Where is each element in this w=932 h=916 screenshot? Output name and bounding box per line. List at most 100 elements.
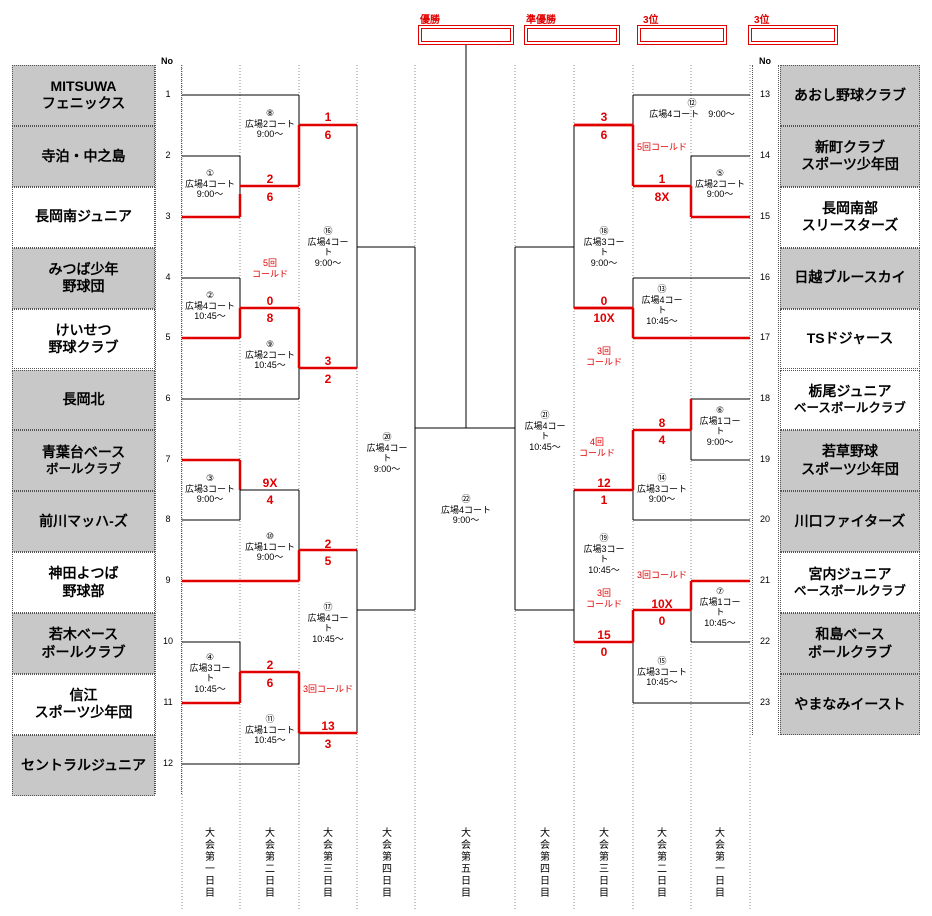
score-s13: 2 [266, 658, 274, 672]
day-char: 一 [715, 864, 725, 875]
team-number: 18 [759, 393, 770, 403]
match-label-line: 広場1コー [699, 596, 741, 607]
day-char: 三 [599, 864, 609, 875]
team-name-line: 寺泊・中之島 [41, 147, 126, 164]
team-number: 15 [759, 211, 770, 221]
team-name-line: 青葉台ベース [41, 444, 126, 461]
match-label-line: ト [657, 305, 667, 316]
team-14: 新町クラブスポーツ少年団 [780, 125, 920, 187]
day-char: 大 [540, 828, 550, 839]
score-s18: 6 [600, 128, 608, 142]
day-char: 第 [205, 852, 215, 863]
match-label-line: 9:00～ [590, 257, 618, 268]
match-label-line: ⑭ [657, 473, 667, 483]
team-number: 8 [165, 514, 171, 524]
match-label-line: 広場3コート [636, 483, 688, 494]
team-5: けいせつ野球クラブ [12, 308, 155, 370]
match-label-line: ト [323, 247, 333, 258]
match-label-line: 広場3コー [583, 236, 625, 247]
match-label-line: 10:45～ [646, 315, 678, 326]
day-char: 会 [715, 840, 725, 851]
team-2: 寺泊・中之島 [12, 125, 155, 187]
team-name-line: ベースボールクラブ [794, 583, 906, 598]
match-label-line: 広場3コート [184, 483, 236, 494]
note-line: 3回コールド [636, 570, 688, 580]
match-label-line: 広場3コー [189, 662, 231, 673]
note-line: 3回 [596, 588, 612, 598]
note-line: コールド [585, 599, 623, 610]
score-s30: 0 [600, 645, 608, 659]
note-line: コールド [251, 269, 289, 280]
team-number: 7 [165, 454, 171, 464]
score-s14: 6 [266, 676, 274, 690]
team-name-line: 栃尾ジュニア [808, 383, 892, 400]
result-title: 3位 [643, 15, 659, 26]
score-s7: 3 [324, 354, 332, 368]
match-label-line: 9:00～ [314, 257, 342, 268]
day-char: 目 [382, 888, 392, 899]
team-name-line: 宮内ジュニア [808, 566, 892, 583]
match-label-line: ⑦ [715, 586, 725, 596]
result-title: 準優勝 [526, 15, 556, 26]
team-name-line: 若草野球 [821, 443, 878, 460]
note-line: 5回 [262, 258, 278, 268]
day-char: 目 [715, 888, 725, 899]
team-name-line: けいせつ [55, 321, 112, 338]
result-box-4 [748, 25, 838, 45]
team-name-line: MITSUWA [50, 77, 117, 94]
team-name-line: ボールクラブ [41, 643, 126, 660]
match-label-line: ⑨ [265, 339, 275, 349]
score-s16: 3 [324, 737, 332, 751]
match-label-line: ③ [205, 473, 215, 483]
match-label-line: 広場2コート [244, 349, 296, 360]
team-9: 神田よつば野球部 [12, 552, 155, 614]
day-label-d1: 大会第一日目 [203, 828, 217, 900]
note-n4: 3回コールド [586, 346, 622, 369]
team-17: TSドジャース [780, 308, 920, 370]
match-label-line: ト [715, 607, 725, 618]
match-label-line: 10:45～ [704, 617, 736, 628]
team-name-line: ボールクラブ [45, 461, 121, 476]
day-char: 目 [205, 888, 215, 899]
day-char: 会 [461, 840, 471, 851]
day-label-d7: 大会第三日目 [597, 828, 611, 900]
score-s22: 10X [593, 311, 615, 325]
match-label-line: 10:45～ [254, 360, 286, 371]
score-s17: 3 [600, 110, 608, 124]
team-4: みつば少年野球団 [12, 247, 155, 309]
match-label-line: 10:45～ [254, 735, 286, 746]
day-char: 目 [461, 888, 471, 899]
match-label-line: 9:00～ [256, 129, 284, 140]
match-label-line: ト [382, 453, 392, 464]
match-label-line: ⑰ [323, 602, 333, 612]
team-15: 長岡南部スリースターズ [780, 186, 920, 248]
day-char: 大 [265, 828, 275, 839]
team-number: 23 [759, 697, 770, 707]
team-name-line: ベースボールクラブ [794, 400, 906, 415]
score-s23: 8 [658, 416, 666, 430]
team-name-line: スポーツ少年団 [801, 156, 899, 173]
day-label-d8: 大会第二日目 [655, 828, 669, 900]
day-char: 第 [265, 852, 275, 863]
day-char: 四 [540, 864, 550, 875]
score-s15: 13 [321, 719, 335, 733]
match-label-line: ④ [205, 652, 215, 662]
score-s27: 10X [651, 597, 673, 611]
team-11: 信江スポーツ少年団 [12, 674, 155, 735]
match-label-line: ト [599, 554, 609, 565]
team-21: 宮内ジュニアベースボールクラブ [780, 552, 920, 614]
team-name-line: みつば少年 [48, 260, 119, 277]
match-label-line: ト [715, 426, 725, 437]
day-char: 会 [382, 840, 392, 851]
team-name-line: 長岡北 [62, 391, 105, 408]
note-line: コールド [585, 357, 623, 368]
day-char: 会 [205, 840, 215, 851]
match-label-line: 広場2コート [694, 178, 746, 189]
match-label-line: 広場4コー [307, 236, 349, 247]
day-char: 日 [599, 876, 609, 887]
note-line: コールド [578, 448, 616, 459]
score-s26: 1 [600, 493, 608, 507]
